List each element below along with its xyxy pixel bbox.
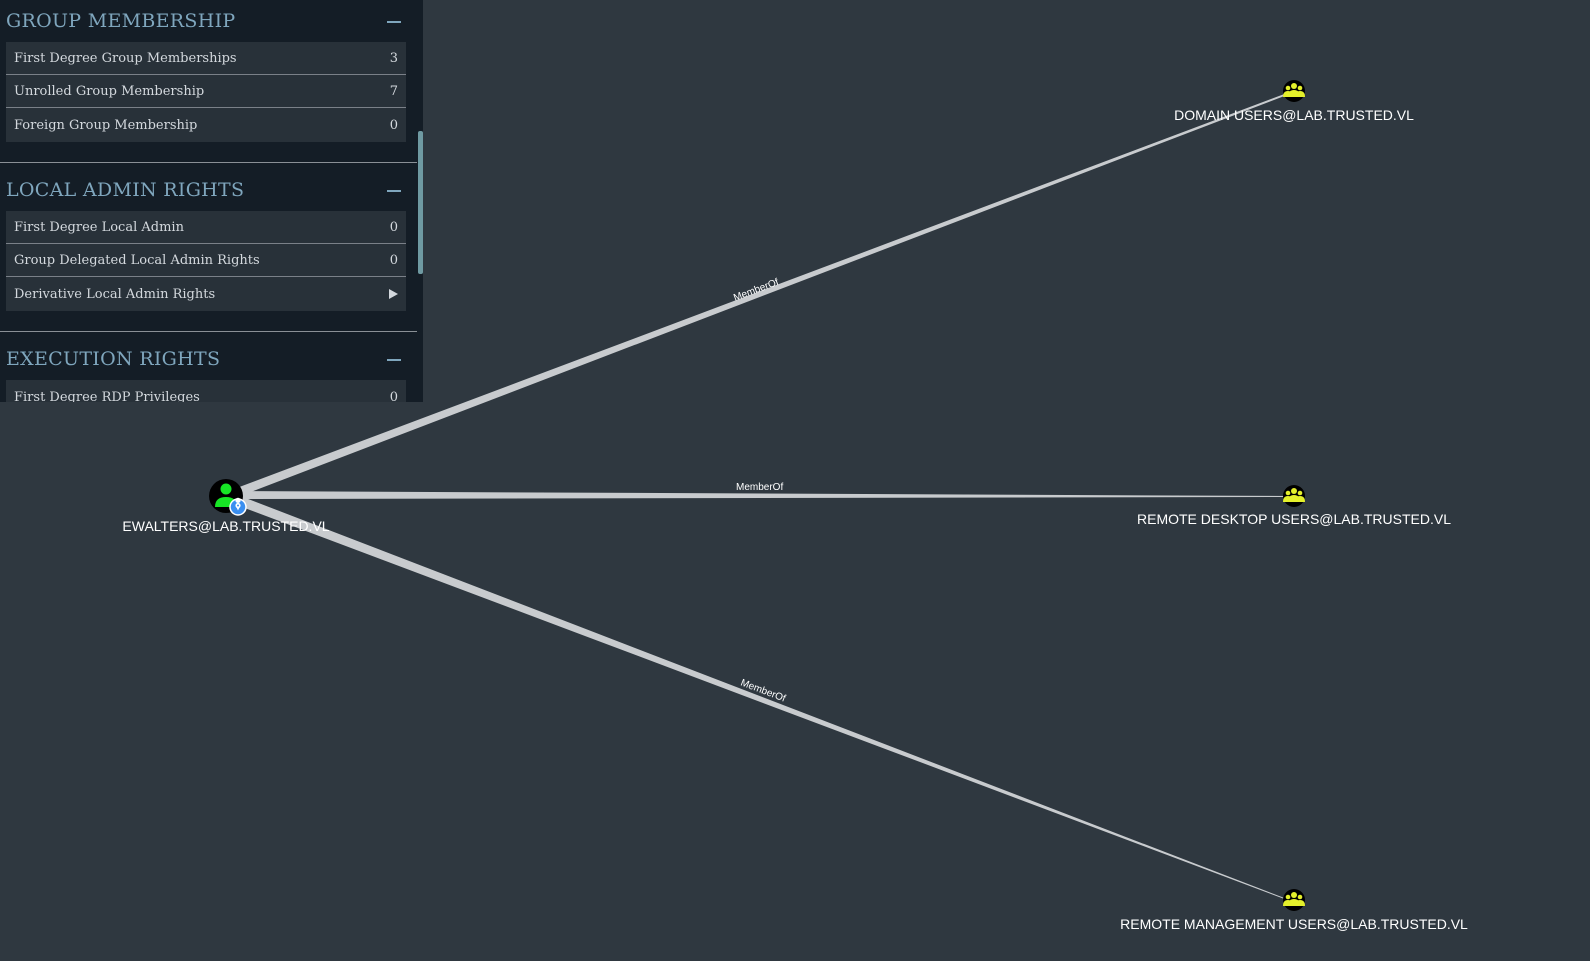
row-group-delegated-local-admin-rights[interactable]: Group Delegated Local Admin Rights 0	[6, 244, 406, 277]
row-derivative-local-admin-rights[interactable]: Derivative Local Admin Rights	[6, 277, 406, 311]
section-header[interactable]: EXECUTION RIGHTS	[0, 338, 423, 380]
section-title: GROUP MEMBERSHIP	[6, 10, 236, 32]
section-group-membership: GROUP MEMBERSHIP First Degree Group Memb…	[0, 0, 423, 163]
row-count: 0	[389, 252, 398, 268]
collapse-minus-icon[interactable]	[385, 12, 403, 30]
node-label: EWALTERS@LAB.TRUSTED.VL	[122, 518, 329, 534]
row-label: Unrolled Group Membership	[14, 83, 205, 99]
node-user-ewalters[interactable]: EWALTERS@LAB.TRUSTED.VL	[122, 479, 330, 534]
node-label: REMOTE DESKTOP USERS@LAB.TRUSTED.VL	[1137, 511, 1451, 527]
play-icon[interactable]	[389, 289, 398, 299]
row-foreign-group-membership[interactable]: Foreign Group Membership 0	[6, 108, 406, 142]
section-header[interactable]: LOCAL ADMIN RIGHTS	[0, 169, 423, 211]
group-icon	[1283, 83, 1305, 97]
edge-label: MemberOf	[736, 482, 783, 493]
shield-pin-icon	[229, 497, 247, 516]
row-label: Foreign Group Membership	[14, 117, 198, 133]
row-unrolled-group-membership[interactable]: Unrolled Group Membership 7	[6, 75, 406, 108]
row-first-degree-rdp-privileges[interactable]: First Degree RDP Privileges 0	[6, 380, 406, 402]
section-header[interactable]: GROUP MEMBERSHIP	[0, 0, 423, 42]
group-icon	[1283, 488, 1305, 502]
sidebar-scrollbar[interactable]	[418, 131, 423, 274]
section-execution-rights: EXECUTION RIGHTS First Degree RDP Privil…	[0, 338, 423, 402]
row-count: 3	[389, 50, 398, 66]
row-first-degree-local-admin[interactable]: First Degree Local Admin 0	[6, 211, 406, 244]
node-info-panel[interactable]: GROUP MEMBERSHIP First Degree Group Memb…	[0, 0, 423, 402]
row-count: 0	[389, 117, 398, 133]
row-count: 0	[389, 389, 398, 403]
row-label: First Degree Local Admin	[14, 219, 184, 235]
node-group-remote-management-users[interactable]: REMOTE MANAGEMENT USERS@LAB.TRUSTED.VL	[1120, 889, 1468, 932]
collapse-minus-icon[interactable]	[385, 350, 403, 368]
section-divider	[0, 331, 417, 332]
node-label: DOMAIN USERS@LAB.TRUSTED.VL	[1174, 107, 1414, 123]
row-count: 7	[389, 83, 398, 99]
row-label: Group Delegated Local Admin Rights	[14, 252, 260, 268]
node-group-domain-users[interactable]: DOMAIN USERS@LAB.TRUSTED.VL	[1174, 80, 1414, 123]
section-local-admin-rights: LOCAL ADMIN RIGHTS First Degree Local Ad…	[0, 169, 423, 332]
section-title: EXECUTION RIGHTS	[6, 348, 221, 370]
section-divider	[0, 162, 417, 163]
node-group-remote-desktop-users[interactable]: REMOTE DESKTOP USERS@LAB.TRUSTED.VL	[1137, 485, 1451, 527]
section-title: LOCAL ADMIN RIGHTS	[6, 179, 245, 201]
collapse-minus-icon[interactable]	[385, 181, 403, 199]
node-label: REMOTE MANAGEMENT USERS@LAB.TRUSTED.VL	[1120, 916, 1468, 932]
edge-memberof-remote-desktop-users[interactable]: MemberOf	[228, 482, 1287, 499]
row-count: 0	[389, 219, 398, 235]
row-label: First Degree RDP Privileges	[14, 389, 200, 403]
group-icon	[1283, 892, 1305, 906]
row-label: First Degree Group Memberships	[14, 50, 237, 66]
row-first-degree-group-memberships[interactable]: First Degree Group Memberships 3	[6, 42, 406, 75]
edge-memberof-remote-management-users[interactable]: MemberOf	[226, 492, 1287, 900]
row-label: Derivative Local Admin Rights	[14, 286, 216, 302]
